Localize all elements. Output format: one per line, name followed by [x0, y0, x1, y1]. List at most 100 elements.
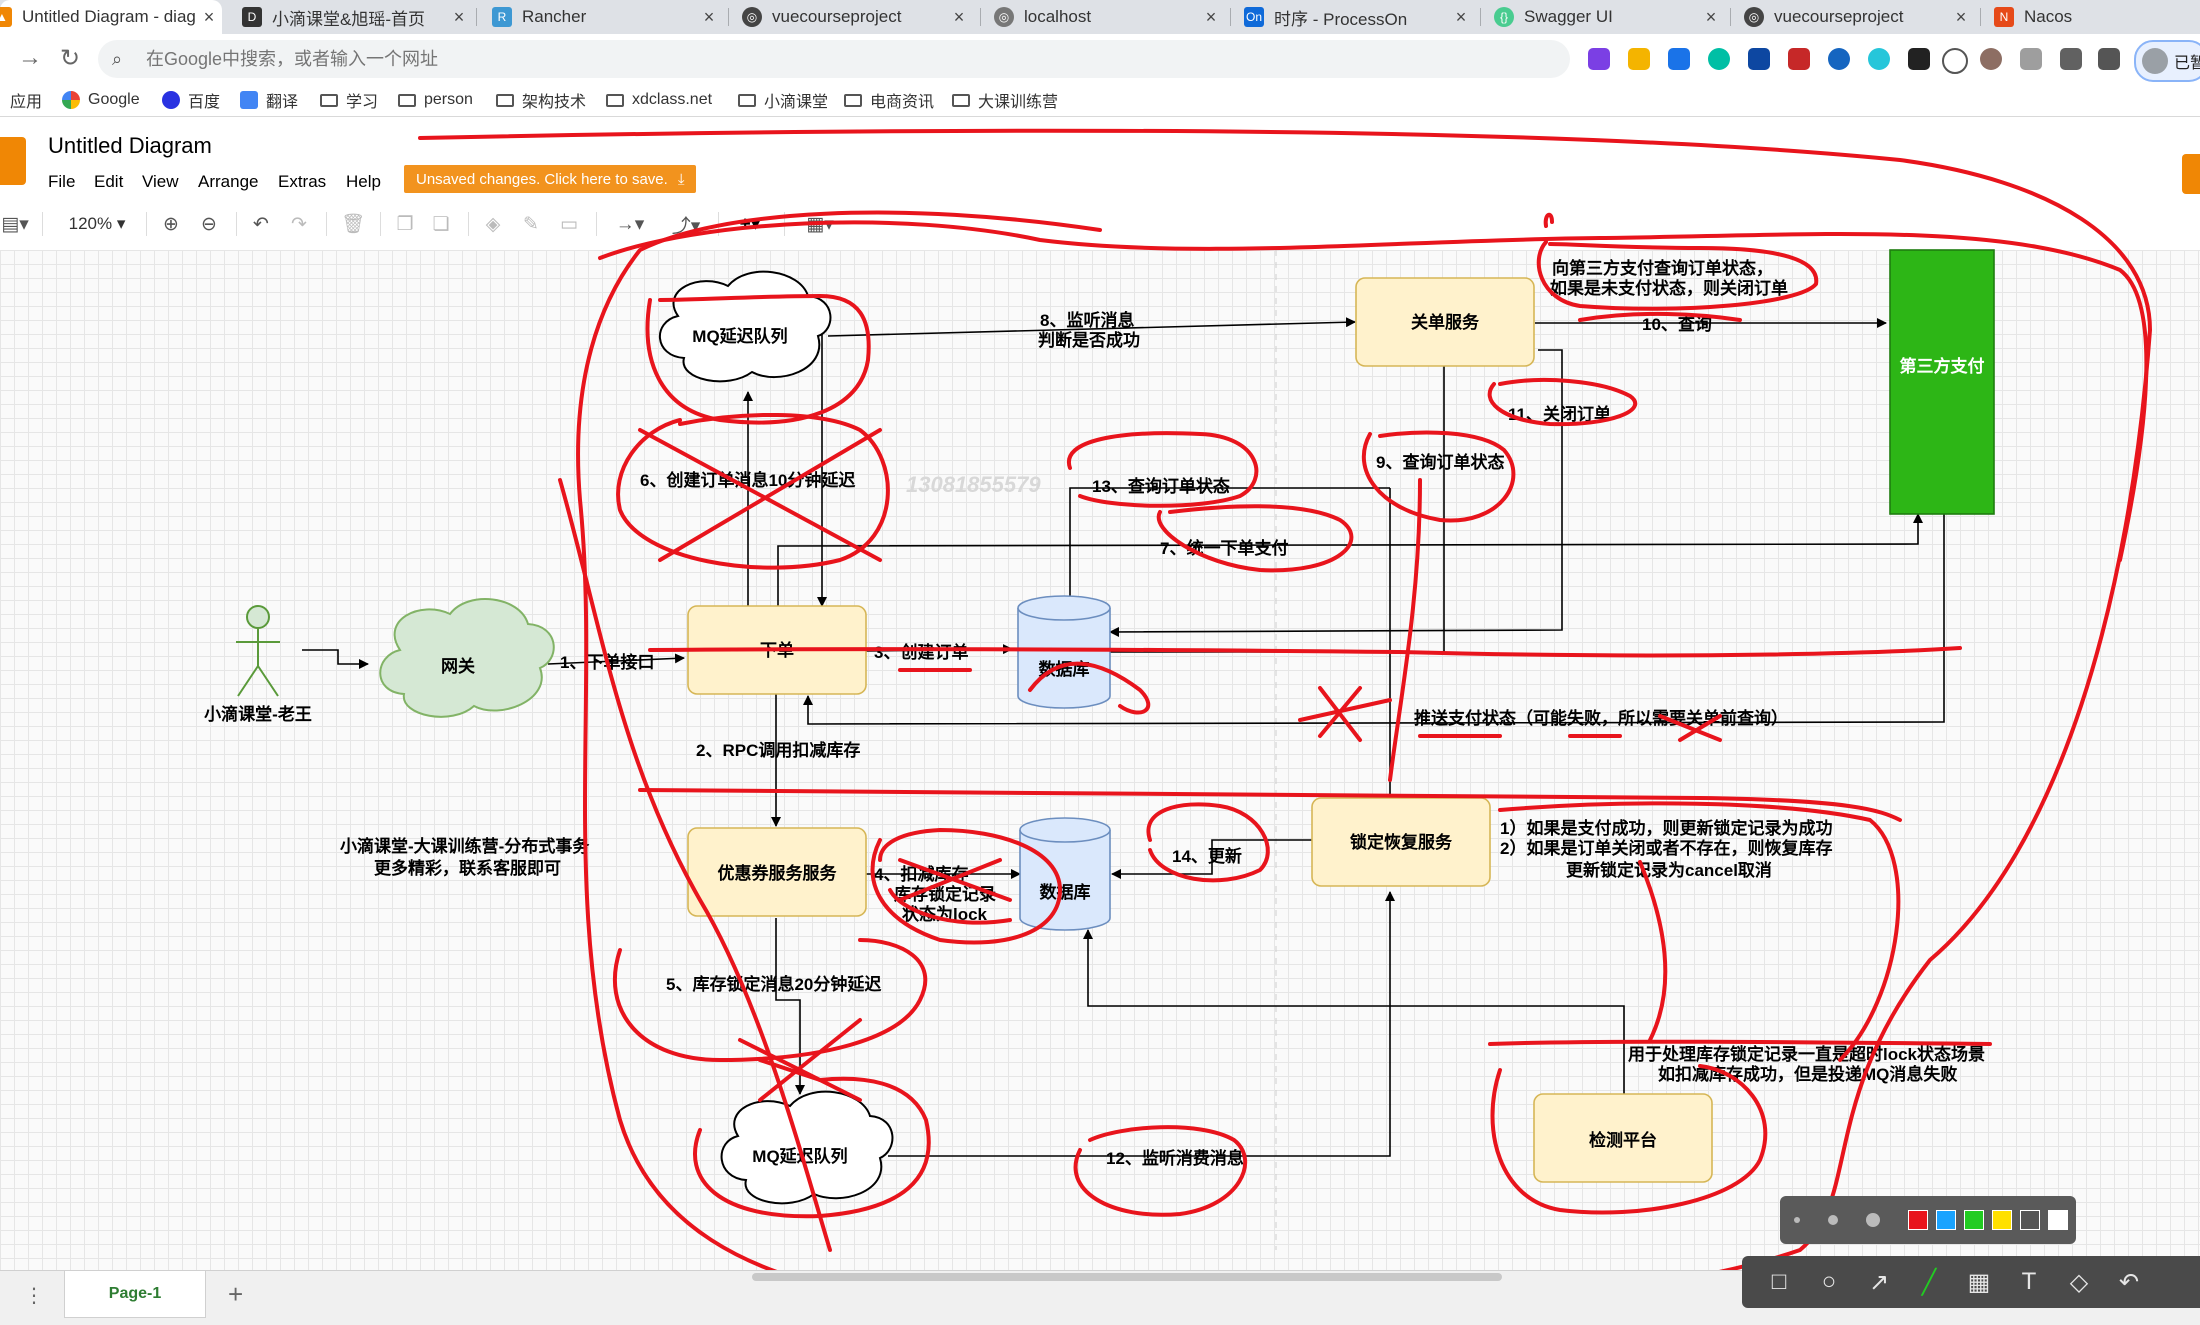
- close-icon[interactable]: ×: [953, 6, 965, 27]
- forward-icon[interactable]: →: [18, 44, 42, 71]
- extension-icon[interactable]: [1868, 48, 1890, 70]
- menu-extras[interactable]: Extras: [278, 172, 327, 191]
- puzzle-icon[interactable]: [2098, 48, 2120, 70]
- extension-icon[interactable]: [1668, 48, 1690, 70]
- eraser-icon[interactable]: ◇: [2069, 1268, 2089, 1296]
- line-color-icon[interactable]: ✎: [523, 213, 539, 235]
- tab-rancher[interactable]: R Rancher ×: [482, 0, 722, 34]
- tab-vuecourse-2[interactable]: ◎ vuecourseproject ×: [1734, 0, 1974, 34]
- tab-swagger[interactable]: {} Swagger UI ×: [1484, 0, 1724, 34]
- database-bottom-node[interactable]: [1019, 817, 1111, 931]
- coupon-service-node[interactable]: [687, 827, 867, 917]
- bookmark-translate[interactable]: 翻译: [240, 88, 298, 112]
- close-icon[interactable]: ×: [1205, 6, 1217, 27]
- tab-drawio[interactable]: ▲ Untitled Diagram - diagr ×: [0, 0, 222, 34]
- third-party-pay-node[interactable]: [1889, 249, 1995, 515]
- reload-icon[interactable]: ↻: [59, 44, 81, 72]
- menu-edit[interactable]: Edit: [94, 172, 124, 191]
- color-swatch-yellow[interactable]: [1992, 1210, 2012, 1230]
- extension-icon[interactable]: [1628, 48, 1650, 70]
- color-swatch-gray[interactable]: [2020, 1210, 2040, 1230]
- bookmark-folder[interactable]: 架构技术: [496, 88, 586, 112]
- extension-icon[interactable]: [2020, 48, 2042, 70]
- add-page-icon[interactable]: +: [228, 1279, 244, 1309]
- actor-stickman-icon[interactable]: [236, 605, 280, 697]
- menu-arrange[interactable]: Arrange: [198, 172, 259, 191]
- color-swatch-green[interactable]: [1964, 1210, 1984, 1230]
- bookmark-folder[interactable]: 电商资讯: [844, 88, 934, 112]
- undo-icon[interactable]: ↶: [2118, 1268, 2140, 1296]
- close-icon[interactable]: ×: [453, 6, 465, 27]
- unsaved-changes-button[interactable]: Unsaved changes. Click here to save.⤓: [404, 165, 697, 193]
- tab-localhost[interactable]: ◎ localhost ×: [984, 0, 1224, 34]
- bookmark-baidu[interactable]: 百度: [162, 88, 220, 112]
- mq-delay-queue-bottom[interactable]: [720, 1090, 894, 1205]
- share-button[interactable]: [2182, 154, 2200, 194]
- color-swatch-white[interactable]: [2048, 1210, 2068, 1230]
- gateway-cloud[interactable]: [379, 598, 555, 718]
- redo-icon[interactable]: ↷: [291, 213, 307, 235]
- extension-icon[interactable]: [1908, 48, 1930, 70]
- close-icon[interactable]: ×: [203, 6, 215, 27]
- brush-size-small[interactable]: [1794, 1217, 1800, 1223]
- format-panel-icon[interactable]: ▤▾: [1, 213, 29, 235]
- bookmark-google[interactable]: Google: [62, 88, 140, 112]
- close-icon[interactable]: ×: [1705, 6, 1717, 27]
- bookmark-apps[interactable]: 应用: [10, 94, 43, 111]
- menu-help[interactable]: Help: [346, 172, 381, 191]
- lock-recovery-service-node[interactable]: [1311, 797, 1491, 887]
- menu-file[interactable]: File: [48, 172, 76, 191]
- extension-icon[interactable]: [1980, 48, 2002, 70]
- color-swatch-red[interactable]: [1908, 1210, 1928, 1230]
- extension-icon[interactable]: [2060, 48, 2082, 70]
- to-front-icon[interactable]: ❐: [396, 213, 414, 235]
- text-icon[interactable]: T: [2021, 1268, 2037, 1295]
- extension-icon[interactable]: [1588, 48, 1610, 70]
- color-swatch-blue[interactable]: [1936, 1210, 1956, 1230]
- extension-icon[interactable]: [1708, 48, 1730, 70]
- profile-button[interactable]: 已暂: [2134, 40, 2200, 82]
- extension-icon[interactable]: [1748, 48, 1770, 70]
- zoom-in-icon[interactable]: ⊕: [163, 213, 179, 235]
- close-icon[interactable]: ×: [1455, 6, 1467, 27]
- tab-nacos[interactable]: N Nacos: [1984, 0, 2200, 34]
- undo-icon[interactable]: ↶: [253, 213, 269, 235]
- tab-xdclass[interactable]: D 小滴课堂&旭瑶-首页 ×: [232, 0, 472, 34]
- close-order-service-node[interactable]: [1355, 277, 1535, 367]
- extension-icon[interactable]: [1788, 48, 1810, 70]
- horizontal-scrollbar[interactable]: [752, 1273, 1502, 1281]
- zoom-select[interactable]: 120% ▾: [68, 214, 126, 233]
- brush-size-large[interactable]: [1866, 1213, 1880, 1227]
- brush-size-medium[interactable]: [1828, 1215, 1838, 1225]
- pen-icon[interactable]: ╱: [1921, 1268, 1937, 1296]
- connection-icon[interactable]: →▾: [615, 213, 645, 235]
- bookmark-folder[interactable]: xdclass.net: [606, 88, 712, 112]
- diagram-canvas[interactable]: [0, 250, 2200, 1270]
- fill-color-icon[interactable]: ◈: [485, 213, 501, 235]
- omnibox[interactable]: ⌕: [98, 40, 1570, 78]
- close-icon[interactable]: ×: [1955, 6, 1967, 27]
- document-title[interactable]: Untitled Diagram: [48, 133, 212, 158]
- address-input[interactable]: [144, 47, 1448, 71]
- rectangle-icon[interactable]: □: [1771, 1268, 1787, 1295]
- delete-icon[interactable]: 🗑: [340, 214, 366, 235]
- circle-icon[interactable]: ○: [1821, 1268, 1837, 1295]
- arrow-icon[interactable]: ↗: [1868, 1268, 1890, 1296]
- tab-processon[interactable]: On 时序 - ProcessOn ×: [1234, 0, 1474, 34]
- detect-platform-node[interactable]: [1533, 1093, 1713, 1183]
- extension-icon[interactable]: [1942, 48, 1968, 74]
- bookmark-folder[interactable]: 大课训练营: [952, 88, 1058, 112]
- menu-view[interactable]: View: [142, 172, 179, 191]
- mosaic-icon[interactable]: ▦: [1967, 1268, 1991, 1296]
- to-back-icon[interactable]: ❏: [432, 213, 450, 235]
- bookmark-folder[interactable]: 学习: [320, 88, 378, 112]
- bookmark-folder[interactable]: person: [398, 88, 473, 112]
- page-tab-1[interactable]: Page-1: [64, 1271, 206, 1318]
- tab-vuecourse[interactable]: ◎ vuecourseproject ×: [732, 0, 972, 34]
- pages-menu-icon[interactable]: ⋮: [24, 1285, 44, 1307]
- extension-icon[interactable]: [1828, 48, 1850, 70]
- shadow-icon[interactable]: ▭: [560, 213, 578, 235]
- close-icon[interactable]: ×: [703, 6, 715, 27]
- database-top-node[interactable]: [1017, 595, 1111, 709]
- bookmark-folder[interactable]: 小滴课堂: [738, 88, 828, 112]
